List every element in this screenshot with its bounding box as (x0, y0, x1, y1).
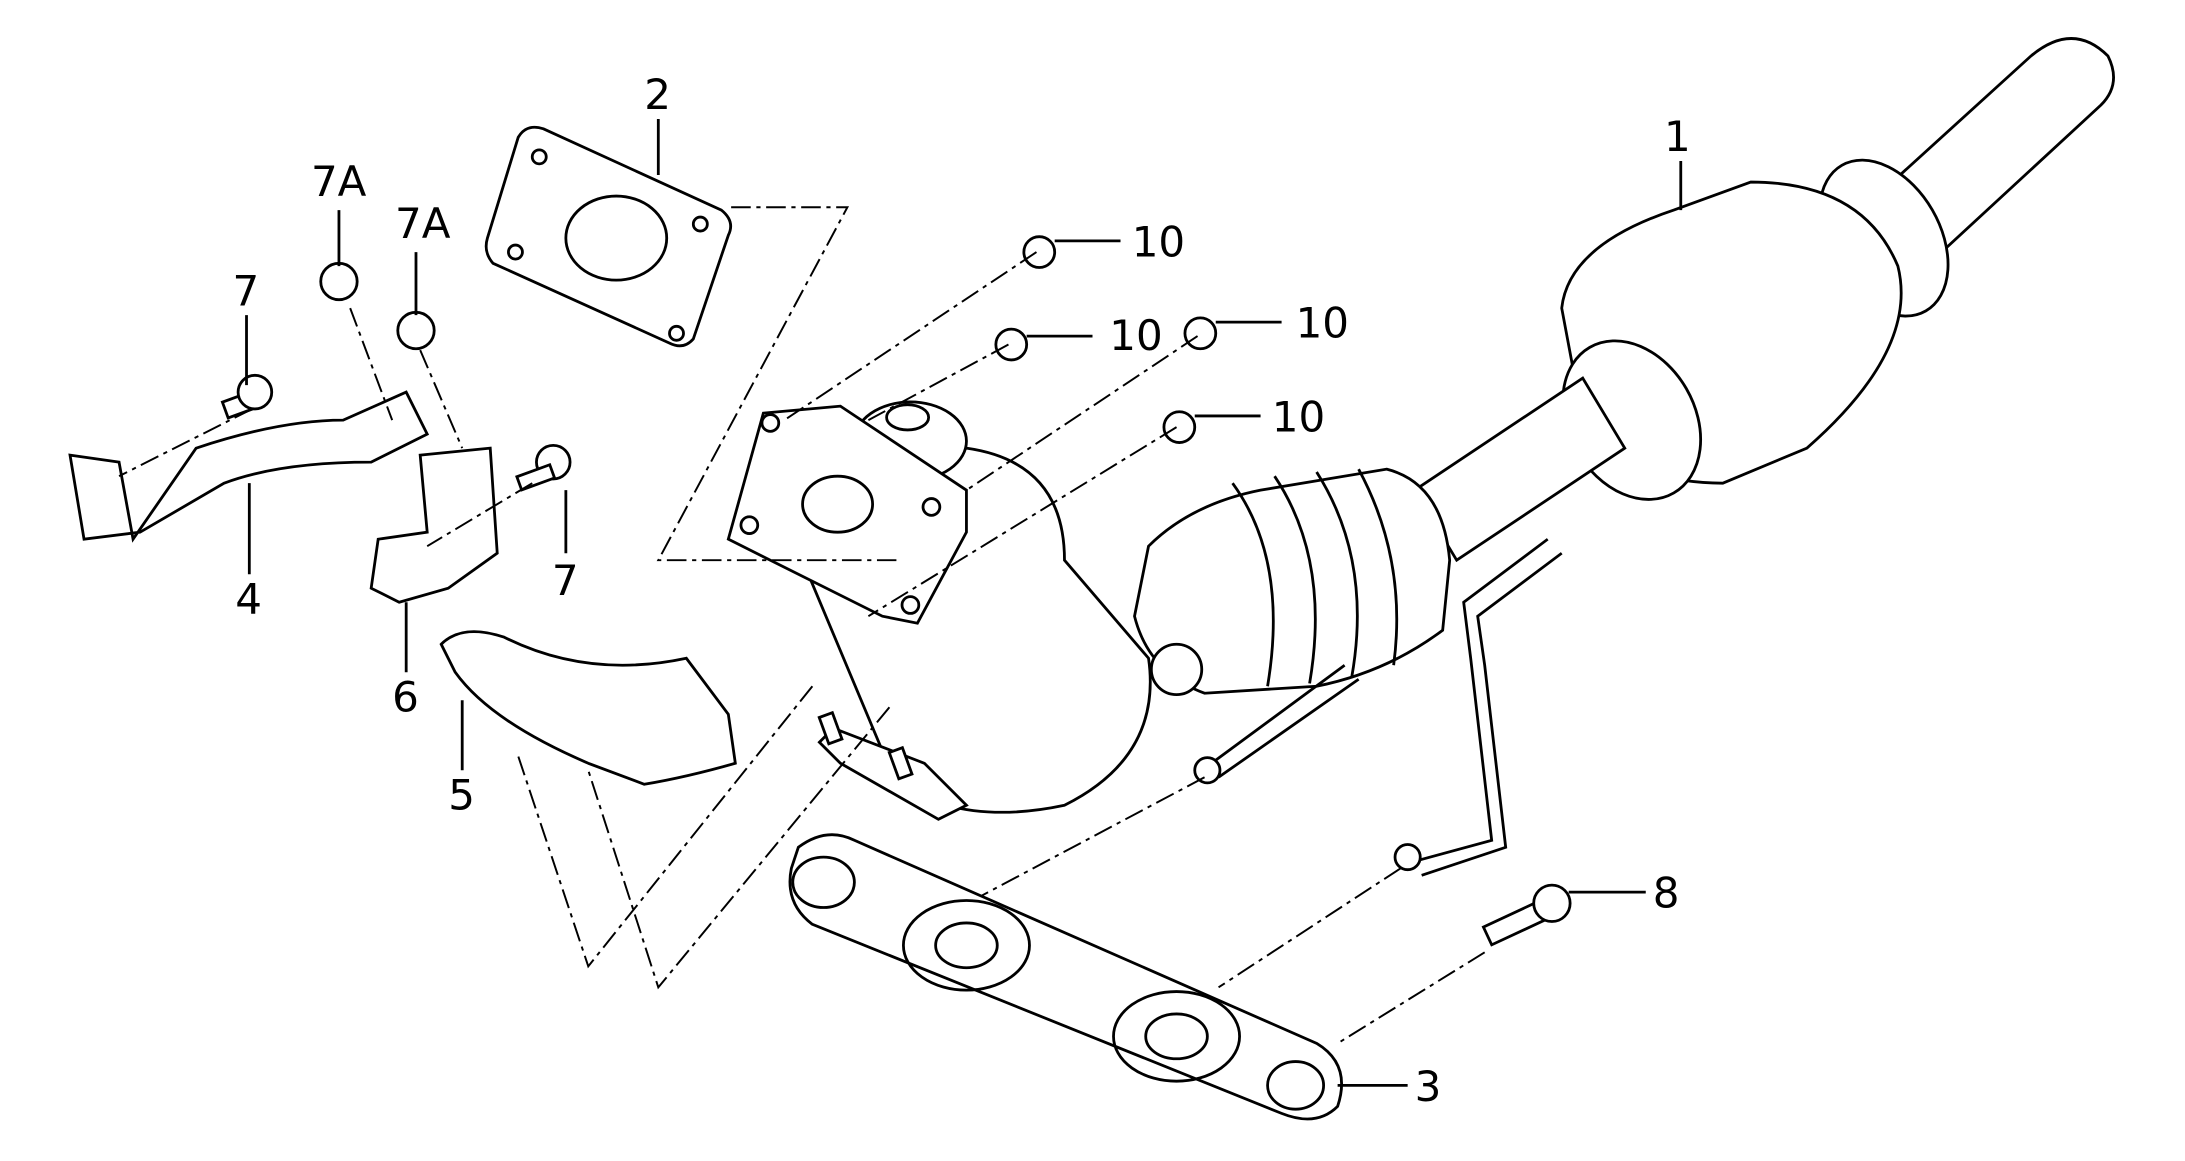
callout-10: 10 (1109, 311, 1162, 360)
callout-5: 5 (448, 770, 475, 819)
assembly-lines (118, 206, 1486, 1045)
manifold-converter-body (726, 400, 1152, 821)
part-2-gasket (484, 125, 733, 348)
callout-3: 3 (1415, 1062, 1442, 1111)
callout-7A: 7A (395, 199, 451, 248)
callout-8: 8 (1653, 869, 1680, 918)
part-6-bracket (369, 446, 499, 604)
part-5-heat-shield (439, 630, 737, 786)
callout-10: 10 (1296, 299, 1349, 348)
callout-7A: 7A (311, 157, 367, 206)
part-1-catalytic-converter-pipe (1133, 37, 2115, 877)
part-4-bracket (68, 390, 430, 543)
leader-lines (245, 119, 1683, 1087)
part-3-flange (788, 833, 1343, 1121)
callout-4: 4 (235, 574, 262, 623)
callout-7: 7 (233, 266, 260, 315)
callout-7: 7 (552, 556, 579, 605)
callout-10: 10 (1132, 217, 1185, 266)
callout-labels: 1 2 3 4 5 6 7 7 7A 7A 8 10 10 10 10 (233, 70, 1691, 1111)
callout-2: 2 (644, 70, 671, 119)
callout-1: 1 (1664, 112, 1691, 161)
callout-6: 6 (392, 672, 419, 721)
callout-10: 10 (1272, 392, 1325, 441)
